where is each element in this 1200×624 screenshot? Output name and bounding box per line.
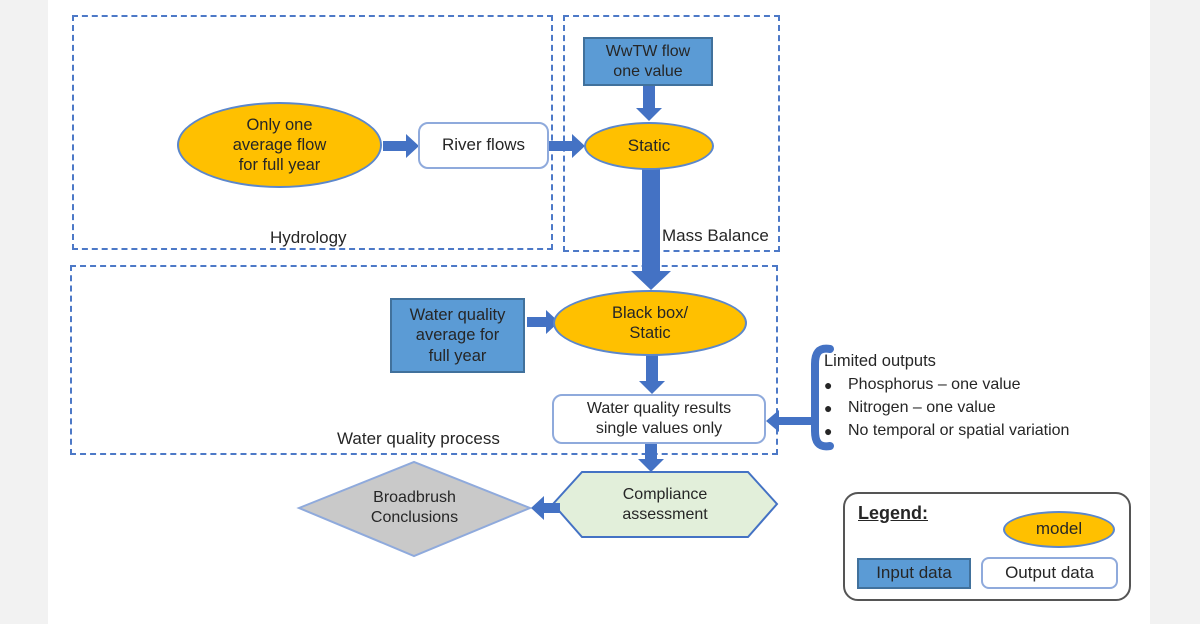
bullet-icon: ● [824,400,833,416]
bullet-icon: ● [824,423,833,439]
limited-outputs-bullet-3: No temporal or spatial variation [848,422,1070,439]
node-static: Static [584,122,714,170]
bullet-icon: ● [824,377,833,393]
water-quality-process-label: Water quality process [337,429,500,448]
hydrology-label: Hydrology [270,228,347,247]
node-black-box: Black box/ Static [553,290,747,356]
node-wwtw-flow: WwTW flow one value [583,37,713,86]
node-wq-average: Water quality average for full year [390,298,525,373]
limited-outputs-bullet-2: Nitrogen – one value [848,399,996,416]
region-hydrology [72,15,553,250]
region-mass-balance [563,15,780,252]
mass-balance-label: Mass Balance [662,226,769,245]
list-item: ● No temporal or spatial variation [824,422,1144,440]
legend-input-sample: Input data [857,558,971,589]
compliance-label: Compliance assessment [622,486,708,523]
region-water-quality-process [70,265,778,455]
limited-outputs-title: Limited outputs [824,352,936,370]
limited-outputs-block: Limited outputs ● Phosphorus – one value… [824,352,1144,440]
legend-title: Legend: [858,503,928,523]
node-wq-results: Water quality results single values only [552,394,766,444]
legend-output-sample: Output data [981,557,1118,589]
node-avg-flow: Only one average flow for full year [177,102,382,188]
legend-model-sample: model [1003,511,1115,548]
list-item: ● Phosphorus – one value [824,376,1144,394]
right-margin-bar [1150,0,1200,624]
left-margin-bar [0,0,48,624]
list-item: ● Nitrogen – one value [824,399,1144,417]
node-river-flows: River flows [418,122,549,169]
limited-outputs-bullet-1: Phosphorus – one value [848,376,1021,393]
broadbrush-label: Broadbrush Conclusions [370,489,459,526]
legend-box: Legend: model Input data Output data [843,492,1131,601]
